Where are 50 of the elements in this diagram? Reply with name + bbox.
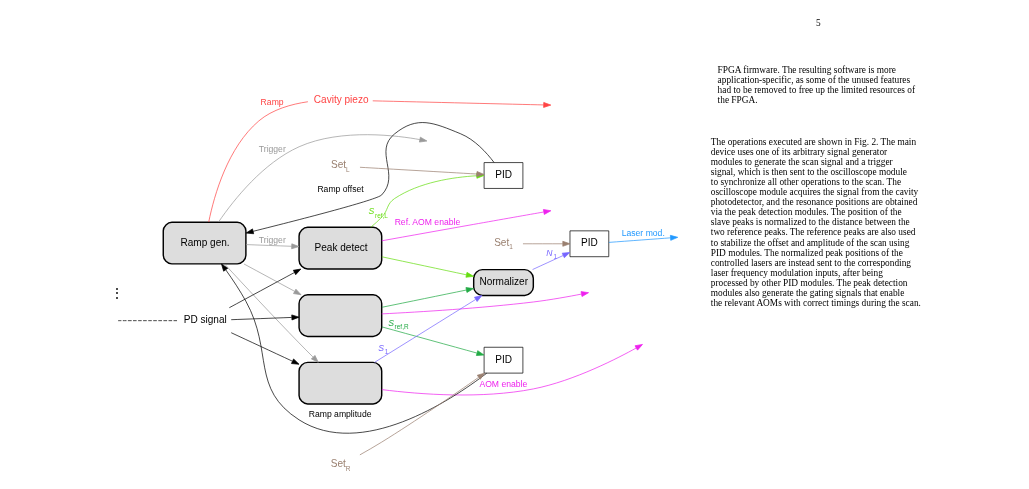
edge-label: N$_{1}$	[545, 247, 557, 261]
node-box: Ramp gen.	[162, 221, 247, 265]
arrow	[228, 268, 301, 309]
arrow	[217, 134, 427, 223]
arrow	[381, 287, 474, 308]
arrow	[381, 256, 474, 278]
node-text: Set$_{L}$	[330, 159, 350, 173]
arrow	[245, 122, 494, 235]
edge-label: Ramp amplitude	[308, 409, 371, 420]
arrow	[381, 344, 643, 396]
edge-label: Ramp	[260, 96, 284, 107]
node-box: PID	[569, 230, 609, 258]
arrow	[230, 314, 299, 321]
edge-label: Ramp offset	[316, 184, 364, 195]
arrow	[223, 263, 319, 363]
arrow	[245, 243, 299, 250]
node-box: Normalizer	[472, 268, 534, 297]
arrow	[230, 332, 299, 365]
edge-label: S$_{ref,R}$	[387, 317, 409, 331]
arrow	[380, 291, 589, 315]
node-box: PID	[483, 346, 523, 374]
arrow	[381, 326, 484, 356]
node-box: Peak detect	[297, 226, 382, 270]
node-box	[297, 361, 382, 405]
edge-label: Trigger	[258, 144, 286, 155]
arrow	[522, 240, 570, 247]
edge-label: AOM enable	[478, 378, 527, 389]
edge-label: S$_{1}$	[377, 342, 388, 356]
node-text: Cavity piezo	[313, 93, 369, 105]
label: The operations executed are shown in Fig. 2. The main device uses one of its arbitrary signal generator modules to generate the scan signal and a trigger signal, which is then sent to the oscilloscope module to synchronize all other operations to the scan. The oscilloscope module acquires the signal from the cavity photodetector, and the resonance positions are obtained via the peak detection modules. The position of the slave peaks is normalized to the distance between the two reference peaks. The reference peaks are also used to stabilize the offset and amplitude of the scan using PID modules. The normalized peak positions of the controlled lasers are instead sent to the corresponding laser frequency modulation inputs, after being processed by other PID modules. The peak detection modules also generate the gating signals that enable the relevant AOMs with correct timings during the scan.	[710, 136, 921, 308]
node-box	[297, 294, 382, 338]
edge-label: Ref. AOM enable	[394, 216, 460, 227]
edge-label: S$_{ref,L}$	[368, 206, 388, 219]
arrow	[220, 263, 487, 434]
node-text: Set$_{R}$	[330, 458, 350, 472]
arrow	[371, 100, 551, 108]
node-text: PD signal	[183, 314, 227, 326]
arrow	[608, 235, 678, 243]
edge-label: Laser mod.	[621, 228, 665, 239]
arrow	[380, 209, 551, 242]
label: FPGA firmware. The resulting software is more application-specific, as some of the unused features had to be removed to free up the limited resources of the FPGA.	[717, 65, 915, 106]
node-text: Set$_{1}$	[493, 236, 513, 251]
connector	[207, 101, 308, 223]
label: ⋮	[109, 284, 124, 301]
arrow	[531, 252, 570, 270]
node-box: PID	[483, 162, 523, 189]
edge-label: Trigger	[258, 234, 286, 245]
arrow	[243, 263, 301, 296]
label: 5	[815, 18, 821, 29]
arrow	[359, 372, 485, 456]
